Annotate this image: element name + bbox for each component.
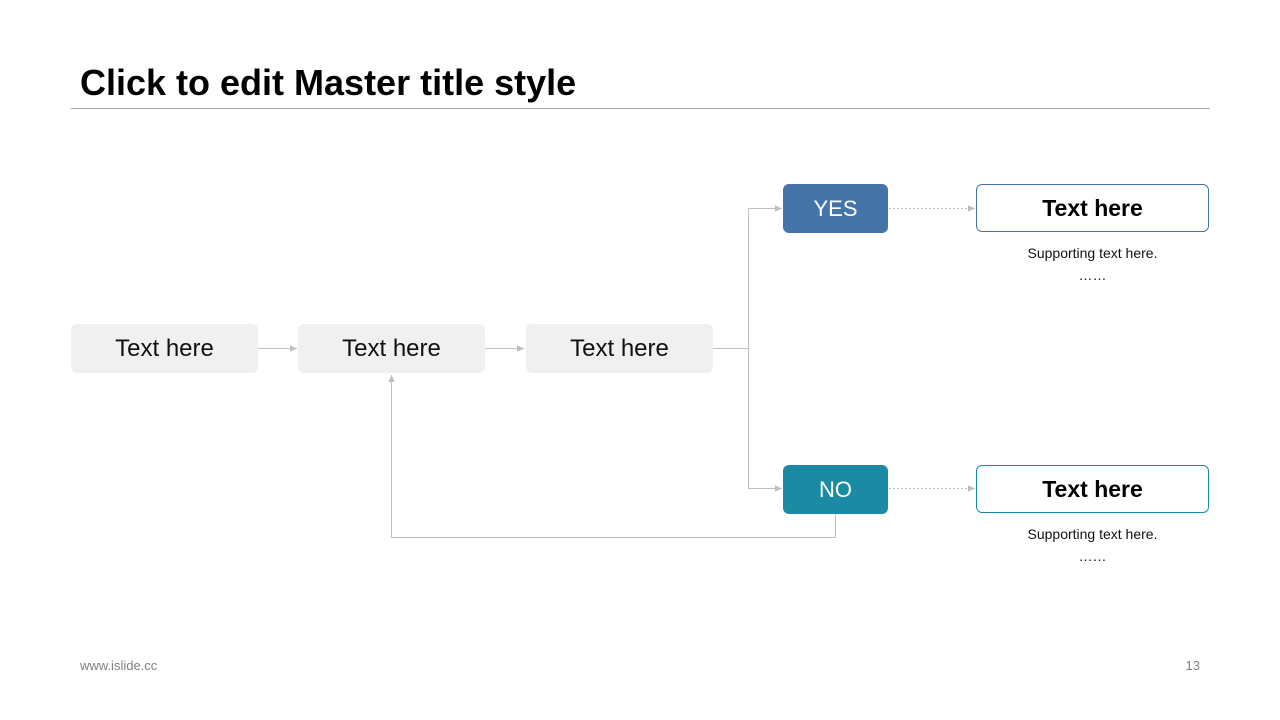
outcome-no-support[interactable]: Supporting text here. …… (976, 523, 1209, 567)
outcome-no-ellipsis: …… (1078, 548, 1107, 564)
footer-url: www.islide.cc (80, 658, 158, 673)
process-step-1[interactable]: Text here (71, 324, 258, 373)
decision-no[interactable]: NO (783, 465, 888, 514)
decision-yes[interactable]: YES (783, 184, 888, 233)
connector-branch-yes (748, 205, 782, 349)
outcome-yes-title[interactable]: Text here (976, 184, 1209, 232)
outcome-no-support-text: Supporting text here. (1027, 526, 1158, 542)
outcome-yes-support[interactable]: Supporting text here. …… (976, 242, 1209, 286)
connector-branch-no (748, 348, 782, 492)
slide-title[interactable]: Click to edit Master title style (80, 62, 577, 103)
process-step-2[interactable]: Text here (298, 324, 485, 373)
outcome-yes-support-text: Supporting text here. (1027, 245, 1158, 261)
page-number: 13 (1185, 658, 1200, 673)
connector-no-loopback (388, 375, 836, 538)
process-step-3[interactable]: Text here (526, 324, 713, 373)
title-underline (71, 108, 1210, 109)
outcome-yes-ellipsis: …… (1078, 267, 1107, 283)
outcome-no-title[interactable]: Text here (976, 465, 1209, 513)
